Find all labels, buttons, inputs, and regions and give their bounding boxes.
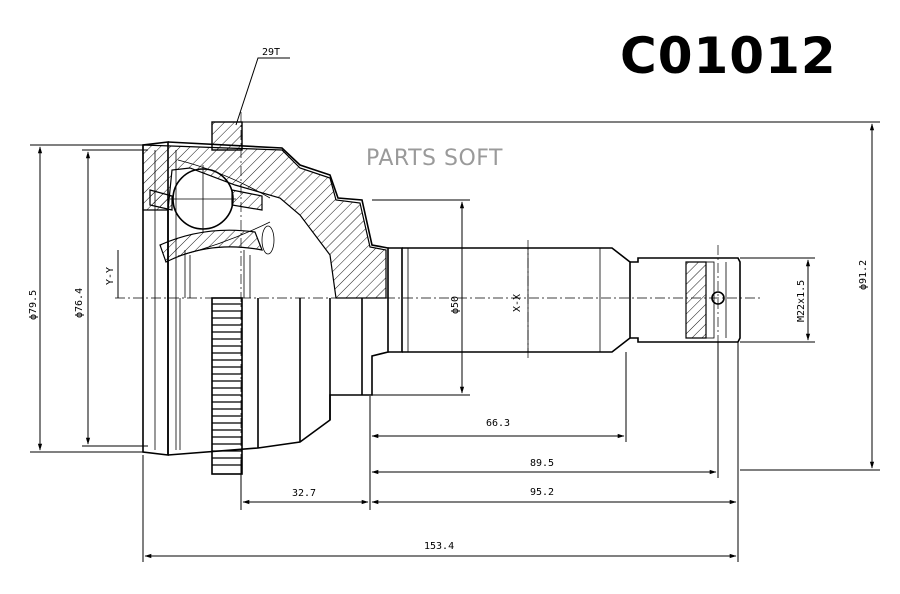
watermark-text: PARTS SOFT: [366, 146, 503, 171]
label-shaft-diameter: ϕ50: [450, 296, 461, 314]
label-shaft-total: 95.2: [530, 487, 554, 498]
label-overall-length: 153.4: [424, 541, 454, 552]
label-spline-teeth: 29T: [262, 47, 280, 58]
label-axis-y: Y-Y: [105, 267, 116, 285]
label-spline-length: 66.3: [486, 418, 510, 429]
ball: [170, 165, 275, 255]
label-axis-x: X-X: [512, 294, 523, 312]
housing-lower-body: [167, 250, 363, 455]
part-code-title: C01012: [620, 27, 837, 85]
abs-tone-ring: [211, 297, 243, 475]
label-bearing-diameter: ϕ76.4: [74, 288, 85, 318]
shaft: [388, 247, 741, 353]
label-thread: M22x1.5: [796, 280, 807, 322]
label-outer-diameter: ϕ79.5: [28, 290, 39, 320]
housing-section-hatch: [142, 144, 387, 299]
label-bell-width: 32.7: [292, 488, 316, 499]
label-stem-length: 89.5: [530, 458, 554, 469]
label-abs-ring-diameter: ϕ91.2: [858, 260, 869, 290]
spline-tooth-block: [211, 121, 243, 151]
dimension-lines: 29T ϕ79.5 ϕ76.4 Y-Y ϕ50 X-X M22x1.5 ϕ91.…: [28, 47, 880, 562]
thread-section-hatch: [685, 261, 707, 339]
inner-race: [149, 159, 271, 263]
